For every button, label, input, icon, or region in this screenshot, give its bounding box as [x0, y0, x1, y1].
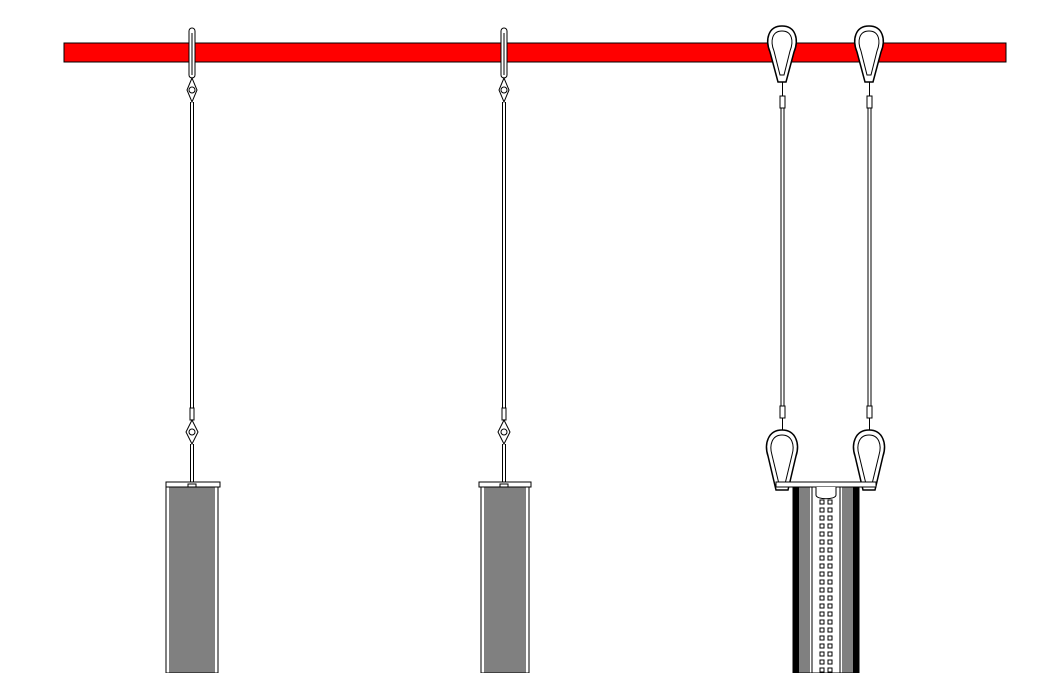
- perforation: [819, 611, 825, 617]
- perforation: [819, 619, 825, 625]
- perforation: [827, 539, 833, 545]
- carabiner-bottom-left: [765, 429, 799, 491]
- ferrule-bottom-right: [866, 405, 873, 419]
- perforation: [819, 571, 825, 577]
- ferrule-bottom-left: [779, 405, 786, 419]
- suspension-cable: [502, 102, 506, 410]
- perforation: [827, 515, 833, 521]
- perforation: [827, 555, 833, 561]
- perforation: [827, 523, 833, 529]
- fixture-body-channel: [792, 486, 860, 673]
- perforation: [819, 515, 825, 521]
- perforation: [819, 643, 825, 649]
- perforation: [819, 579, 825, 585]
- perforation: [827, 627, 833, 633]
- perforation: [827, 651, 833, 657]
- hanger-single-cable-2: [478, 27, 532, 673]
- perforation: [827, 579, 833, 585]
- perforation: [819, 563, 825, 569]
- perforation: [819, 547, 825, 553]
- perforation: [819, 651, 825, 657]
- perforation: [819, 499, 825, 505]
- perforation: [827, 507, 833, 513]
- ferrule-top-left: [779, 95, 786, 109]
- perforation: [819, 539, 825, 545]
- perforation: [819, 555, 825, 561]
- channel-perforations: [819, 499, 833, 673]
- perforation: [827, 643, 833, 649]
- perforation: [819, 635, 825, 641]
- perforation: [827, 667, 833, 673]
- beam-clamp-top: [500, 27, 508, 79]
- mounting-bracket: [775, 481, 877, 488]
- hanger-single-cable-1: [165, 27, 221, 673]
- perforation: [827, 563, 833, 569]
- perforation: [827, 595, 833, 601]
- perforation: [819, 531, 825, 537]
- perforation: [819, 603, 825, 609]
- perforation: [819, 667, 825, 673]
- suspension-cable: [190, 102, 194, 410]
- perforation: [827, 635, 833, 641]
- perforation: [819, 587, 825, 593]
- fixture-fins: [169, 487, 215, 673]
- cable-loop-top: [498, 76, 510, 104]
- cable-loop-bottom: [497, 407, 511, 484]
- perforation: [819, 595, 825, 601]
- hanger-double-carabiner: [765, 25, 886, 673]
- cable-loop-bottom: [185, 407, 199, 484]
- perforation: [827, 619, 833, 625]
- perforation: [819, 659, 825, 665]
- perforation: [827, 531, 833, 537]
- perforation: [827, 611, 833, 617]
- fixture-fins: [484, 487, 526, 673]
- perforation: [827, 587, 833, 593]
- ferrule-top-right: [866, 95, 873, 109]
- perforation: [819, 627, 825, 633]
- suspension-cable-right: [867, 108, 872, 406]
- perforation: [819, 523, 825, 529]
- perforation: [827, 603, 833, 609]
- perforation: [827, 659, 833, 665]
- perforation: [827, 499, 833, 505]
- suspension-cable-left: [780, 108, 785, 406]
- perforation: [827, 571, 833, 577]
- perforation: [819, 507, 825, 513]
- cable-loop-top: [186, 76, 198, 104]
- perforation: [827, 547, 833, 553]
- beam-clamp-top: [188, 27, 196, 79]
